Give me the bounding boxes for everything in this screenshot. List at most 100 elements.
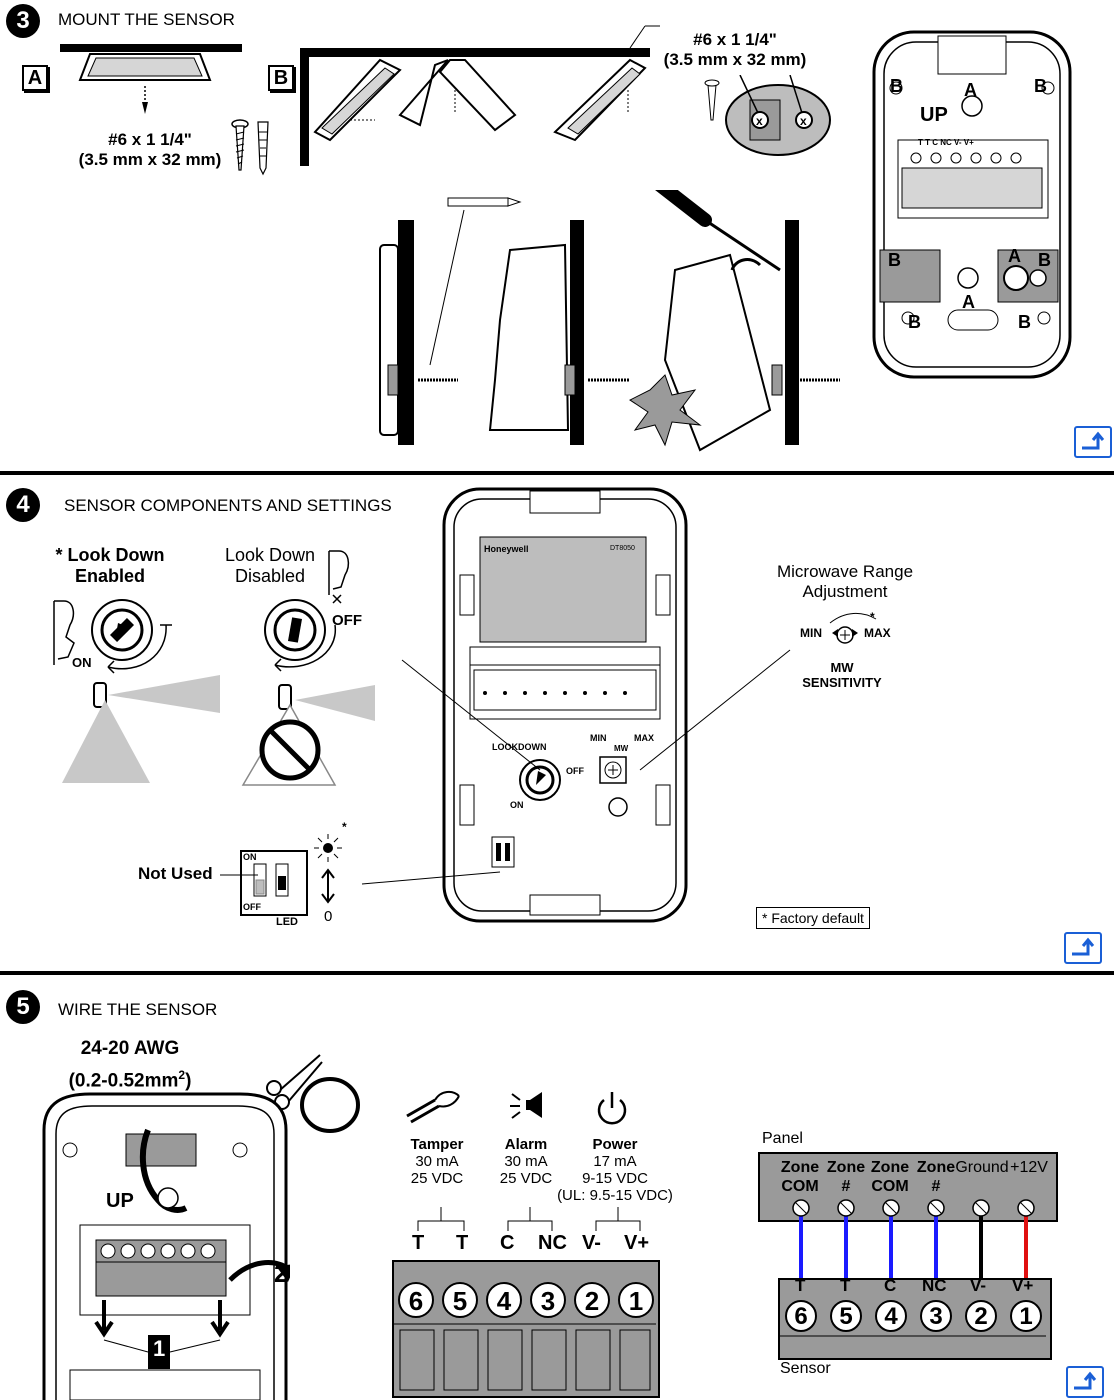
sensor-term-label-vplus: V+ bbox=[1012, 1276, 1034, 1295]
terminal-group-brackets bbox=[417, 1207, 641, 1231]
section-title-wire: WIRE THE SENSOR bbox=[58, 1000, 218, 1019]
backplate-up-label: UP bbox=[920, 104, 948, 126]
sensor-terminal-block bbox=[778, 1278, 1052, 1360]
sensor-term-label-t2: T bbox=[840, 1276, 851, 1295]
dip-switch-detail bbox=[240, 850, 308, 916]
step-3-badge: 3 bbox=[6, 4, 40, 38]
board-lookdown-label: LOOKDOWN bbox=[492, 742, 547, 752]
wiring-up-label: UP bbox=[106, 1190, 134, 1212]
alarm-spec: Alarm 30 mA 25 VDC bbox=[499, 1136, 553, 1187]
lookdown-enabled-dial bbox=[53, 599, 220, 783]
term-label-vplus: V+ bbox=[624, 1232, 650, 1254]
mw-adjust-icon bbox=[829, 613, 877, 644]
board-on-label: ON bbox=[510, 800, 524, 810]
sensor-term-label-c: C bbox=[884, 1276, 897, 1295]
screw-a-size: #6 x 1 1/4"(3.5 mm x 32 mm) bbox=[78, 130, 222, 169]
section-divider-2 bbox=[0, 971, 1114, 975]
sensor-terminal-screws bbox=[780, 1300, 1046, 1337]
screw-detail-magnifier: x x bbox=[704, 75, 831, 156]
marker-b-low-right: B bbox=[1018, 312, 1031, 332]
alarm-siren-icon bbox=[510, 1092, 542, 1119]
sensor-num-5: 5 bbox=[839, 1303, 853, 1330]
screw-b-size: #6 x 1 1/4"(3.5 mm x 32 mm) bbox=[663, 30, 807, 69]
panel-term-4: Zone# bbox=[916, 1159, 956, 1195]
panel-term-6: +12V bbox=[1010, 1159, 1048, 1176]
panel-label: Panel bbox=[762, 1130, 803, 1147]
term-label-t2: T bbox=[456, 1232, 469, 1254]
mw-max-asterisk: * bbox=[870, 610, 875, 624]
not-used-label: Not Used bbox=[138, 864, 213, 883]
wire-gauge-label: 24-20 AWG (0.2-0.52mm2) bbox=[68, 1038, 192, 1092]
section-title-components: SENSOR COMPONENTS AND SETTINGS bbox=[64, 496, 392, 515]
term-label-t1: T bbox=[412, 1232, 425, 1254]
wiring-board-illustration bbox=[42, 1092, 290, 1400]
led-indicator-icon bbox=[314, 834, 342, 904]
dip-switch-icon bbox=[253, 863, 289, 897]
mw-max-label: MAX bbox=[864, 626, 891, 640]
marker-b-top-right: B bbox=[1034, 76, 1047, 96]
wiring-step-2: 2 bbox=[274, 1258, 289, 1288]
factory-default-note: * Factory default bbox=[756, 907, 870, 929]
marker-b-mid-right: B bbox=[1038, 250, 1051, 270]
terminal-block-slots bbox=[394, 1282, 656, 1391]
led-asterisk: * bbox=[342, 820, 347, 834]
board-max-label: MAX bbox=[634, 733, 654, 743]
marker-b-top-left: B bbox=[890, 76, 903, 96]
svg-text:x: x bbox=[800, 114, 807, 128]
step-4-badge: 4 bbox=[6, 488, 40, 522]
term-num-3: 3 bbox=[540, 1286, 556, 1316]
sensor-label: Sensor bbox=[780, 1360, 831, 1377]
backplate-illustration bbox=[872, 30, 1072, 379]
flat-mount-illustration bbox=[60, 44, 242, 114]
power-spec: Power 17 mA 9-15 VDC (UL: 9.5-15 VDC) bbox=[557, 1136, 673, 1204]
panel-a-label: A bbox=[22, 65, 48, 91]
sensor-num-4: 4 bbox=[884, 1303, 898, 1330]
wiring-step-1: 1 bbox=[153, 1336, 166, 1361]
tamper-pliers-icon bbox=[406, 1090, 460, 1124]
sensor-num-1: 1 bbox=[1019, 1303, 1033, 1330]
term-num-2: 2 bbox=[584, 1286, 600, 1316]
tamper-spec: Tamper 30 mA 25 VDC bbox=[410, 1136, 464, 1187]
mw-min-label: MIN bbox=[800, 626, 822, 640]
callout-lines bbox=[361, 649, 791, 885]
marker-b-mid-left: B bbox=[888, 250, 901, 270]
dip-led-label: LED bbox=[276, 916, 298, 928]
sensor-term-label-vminus: V- bbox=[970, 1276, 987, 1295]
step-5-badge: 5 bbox=[6, 990, 40, 1024]
led-zero-label: 0 bbox=[324, 908, 333, 925]
mount-side-views bbox=[379, 190, 840, 452]
marker-a-mid: A bbox=[1008, 246, 1021, 266]
sensor-board-illustration bbox=[442, 487, 688, 923]
dip-off-label: OFF bbox=[243, 902, 261, 912]
board-mw-label: MW bbox=[614, 744, 629, 753]
backplate-terminal-strip: T T C NC V- V+ bbox=[918, 138, 974, 147]
corner-mount-illustration bbox=[300, 25, 660, 166]
svg-text:x: x bbox=[756, 114, 763, 128]
sensor-num-6: 6 bbox=[794, 1303, 808, 1330]
term-num-6: 6 bbox=[408, 1286, 424, 1316]
lookdown-disabled-dial bbox=[241, 550, 375, 786]
term-num-5: 5 bbox=[452, 1286, 468, 1316]
screw-anchor-icon bbox=[231, 119, 269, 176]
panel-b-label: B bbox=[268, 65, 294, 91]
not-used-leader bbox=[220, 874, 258, 876]
section-divider bbox=[0, 471, 1114, 475]
sensor-num-2: 2 bbox=[974, 1303, 988, 1330]
term-label-vminus: V- bbox=[582, 1232, 601, 1254]
marker-a-top: A bbox=[964, 80, 977, 100]
sensor-num-3: 3 bbox=[929, 1303, 943, 1330]
return-to-top-button[interactable] bbox=[1074, 426, 1112, 458]
board-brand: Honeywell bbox=[484, 544, 529, 554]
return-to-top-button-2[interactable] bbox=[1064, 932, 1102, 964]
dip-on-label: ON bbox=[243, 852, 257, 862]
sensor-term-label-t1: T bbox=[795, 1276, 806, 1295]
board-model: DT8050 bbox=[610, 545, 635, 552]
sensor-term-label-nc: NC bbox=[922, 1276, 947, 1295]
power-icon bbox=[597, 1092, 627, 1125]
enabled-on-label: ON bbox=[72, 655, 92, 670]
return-to-top-button-3[interactable] bbox=[1066, 1366, 1104, 1398]
